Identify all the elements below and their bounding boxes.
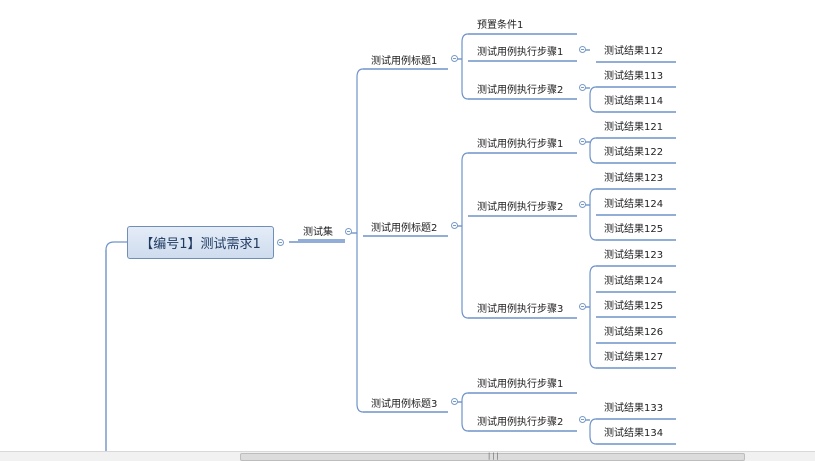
step-label-2-3[interactable]: 测试用例执行步骤3 bbox=[477, 304, 564, 315]
root-topic-label: 【编号1】测试需求1 bbox=[140, 237, 261, 252]
step-label-1-1[interactable]: 预置条件1 bbox=[477, 20, 524, 31]
case-title-2[interactable]: 测试用例标题2 bbox=[371, 223, 438, 234]
step-branch-trunk bbox=[589, 137, 597, 164]
case-title-3[interactable]: 测试用例标题3 bbox=[371, 399, 438, 410]
step-label-1-3[interactable]: 测试用例执行步骤2 bbox=[477, 85, 564, 96]
result-label-2-1-2[interactable]: 测试结果122 bbox=[604, 147, 664, 158]
horizontal-scrollbar-thumb[interactable]: ||| bbox=[240, 452, 745, 461]
step-label-1-2[interactable]: 测试用例执行步骤1 bbox=[477, 47, 564, 58]
step-branch-trunk bbox=[589, 265, 597, 369]
step-label-2-1[interactable]: 测试用例执行步骤1 bbox=[477, 139, 564, 150]
horizontal-scrollbar[interactable]: ||| bbox=[0, 451, 815, 461]
case-title-1[interactable]: 测试用例标题1 bbox=[371, 56, 438, 67]
case-branch-trunk-2 bbox=[461, 152, 469, 319]
suite-branch-trunk bbox=[356, 68, 364, 413]
case-collapse-icon-1[interactable] bbox=[451, 55, 458, 62]
root-topic-requirement[interactable]: 【编号1】测试需求1 bbox=[127, 226, 274, 259]
case-branch-trunk-3 bbox=[461, 392, 469, 432]
step-branch-trunk bbox=[589, 418, 597, 445]
result-label-2-3-5[interactable]: 测试结果127 bbox=[604, 352, 664, 363]
result-label-2-2-1[interactable]: 测试结果123 bbox=[604, 173, 664, 184]
result-label-2-3-1[interactable]: 测试结果123 bbox=[604, 250, 664, 261]
result-label-1-3-2[interactable]: 测试结果114 bbox=[604, 96, 664, 107]
step-label-2-2[interactable]: 测试用例执行步骤2 bbox=[477, 202, 564, 213]
suite-collapse-icon[interactable] bbox=[345, 228, 352, 235]
result-label-2-2-3[interactable]: 测试结果125 bbox=[604, 224, 664, 235]
result-label-2-3-4[interactable]: 测试结果126 bbox=[604, 327, 664, 338]
case-branch-trunk-1 bbox=[461, 33, 469, 100]
step-collapse-icon-1-3[interactable] bbox=[579, 84, 586, 91]
result-label-2-3-3[interactable]: 测试结果125 bbox=[604, 301, 664, 312]
scrollbar-grip-icon: ||| bbox=[487, 452, 500, 460]
step-collapse-icon-2-2[interactable] bbox=[579, 201, 586, 208]
result-label-1-3-1[interactable]: 测试结果113 bbox=[604, 71, 664, 82]
topic-test-suite-label: 测试集 bbox=[303, 227, 333, 238]
result-label-3-2-2[interactable]: 测试结果134 bbox=[604, 428, 664, 439]
case-collapse-icon-2[interactable] bbox=[451, 222, 458, 229]
result-label-3-2-1[interactable]: 测试结果133 bbox=[604, 403, 664, 414]
step-branch-trunk bbox=[589, 188, 597, 241]
step-label-3-2[interactable]: 测试用例执行步骤2 bbox=[477, 417, 564, 428]
root-left-curve bbox=[105, 241, 127, 251]
step-label-3-1[interactable]: 测试用例执行步骤1 bbox=[477, 379, 564, 390]
result-label-2-1-1[interactable]: 测试结果121 bbox=[604, 122, 664, 133]
root-collapse-icon[interactable] bbox=[277, 239, 284, 246]
result-label-2-3-2[interactable]: 测试结果124 bbox=[604, 276, 664, 287]
topic-test-suite[interactable]: 测试集 bbox=[303, 227, 333, 239]
step-collapse-icon-1-2[interactable] bbox=[579, 46, 586, 53]
step-collapse-icon-3-2[interactable] bbox=[579, 416, 586, 423]
result-label-2-2-2[interactable]: 测试结果124 bbox=[604, 199, 664, 210]
result-label-1-2-1[interactable]: 测试结果112 bbox=[604, 46, 664, 57]
step-branch-trunk bbox=[589, 86, 597, 113]
step-collapse-icon-2-3[interactable] bbox=[579, 303, 586, 310]
step-collapse-icon-2-1[interactable] bbox=[579, 138, 586, 145]
case-collapse-icon-3[interactable] bbox=[451, 398, 458, 405]
